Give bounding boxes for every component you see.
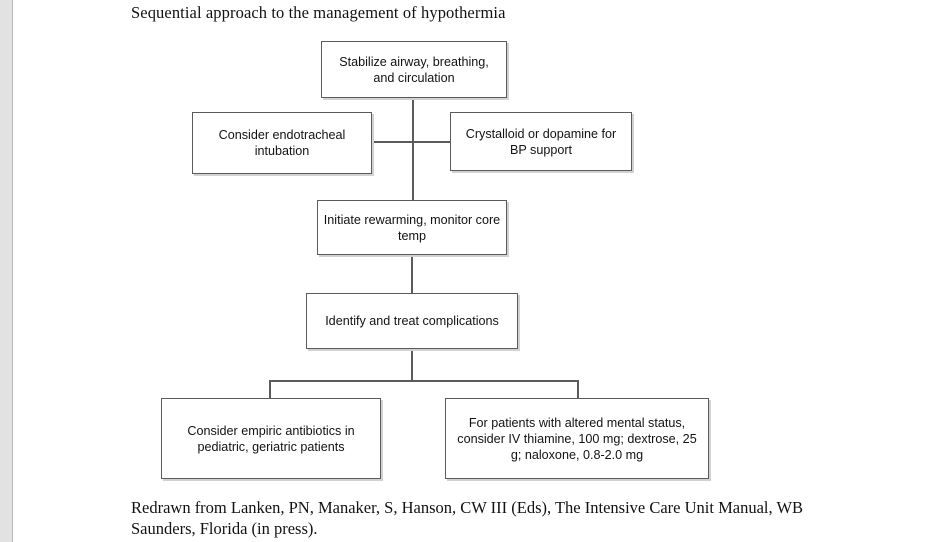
connector-vertical-identify-to-split (411, 348, 413, 382)
flow-node-initiate-rewarming: Initiate rewarming, monitor core temp (317, 200, 507, 255)
connector-vertical-main-top (412, 97, 414, 201)
flow-node-stabilize-abc-label: Stabilize airway, breathing, and circula… (339, 54, 489, 85)
connector-vertical-rewarming-to-identify (411, 254, 413, 294)
flow-node-crystalloid-dopamine: Crystalloid or dopamine for BP support (450, 112, 632, 171)
flow-node-consider-intubation-label: Consider endotracheal intubation (218, 128, 346, 158)
flow-node-identify-complications-label: Identify and treat complications (325, 314, 499, 328)
flow-node-empiric-antibiotics: Consider empiric antibiotics in pediatri… (161, 398, 381, 479)
connector-split-bar (269, 380, 579, 382)
flow-node-altered-mental-status: For patients with altered mental status,… (445, 398, 709, 479)
flow-node-crystalloid-dopamine-label: Crystalloid or dopamine for BP support (465, 126, 617, 157)
flow-node-altered-mental-status-label: For patients with altered mental status,… (457, 415, 697, 462)
flow-node-consider-intubation: Consider endotracheal intubation (192, 112, 372, 174)
flow-node-initiate-rewarming-label: Initiate rewarming, monitor core temp (323, 212, 501, 243)
connector-horizontal-row2 (371, 141, 451, 143)
flow-node-identify-complications: Identify and treat complications (306, 293, 518, 349)
connector-split-right-drop (577, 380, 579, 399)
figure-caption: Redrawn from Lanken, PN, Manaker, S, Han… (131, 498, 804, 538)
flow-node-empiric-antibiotics-label: Consider empiric antibiotics in pediatri… (187, 423, 355, 454)
figure-title: Sequential approach to the management of… (131, 3, 506, 22)
page-left-gutter (0, 0, 13, 542)
connector-split-left-drop (269, 380, 271, 399)
flow-node-stabilize-abc: Stabilize airway, breathing, and circula… (321, 41, 507, 98)
